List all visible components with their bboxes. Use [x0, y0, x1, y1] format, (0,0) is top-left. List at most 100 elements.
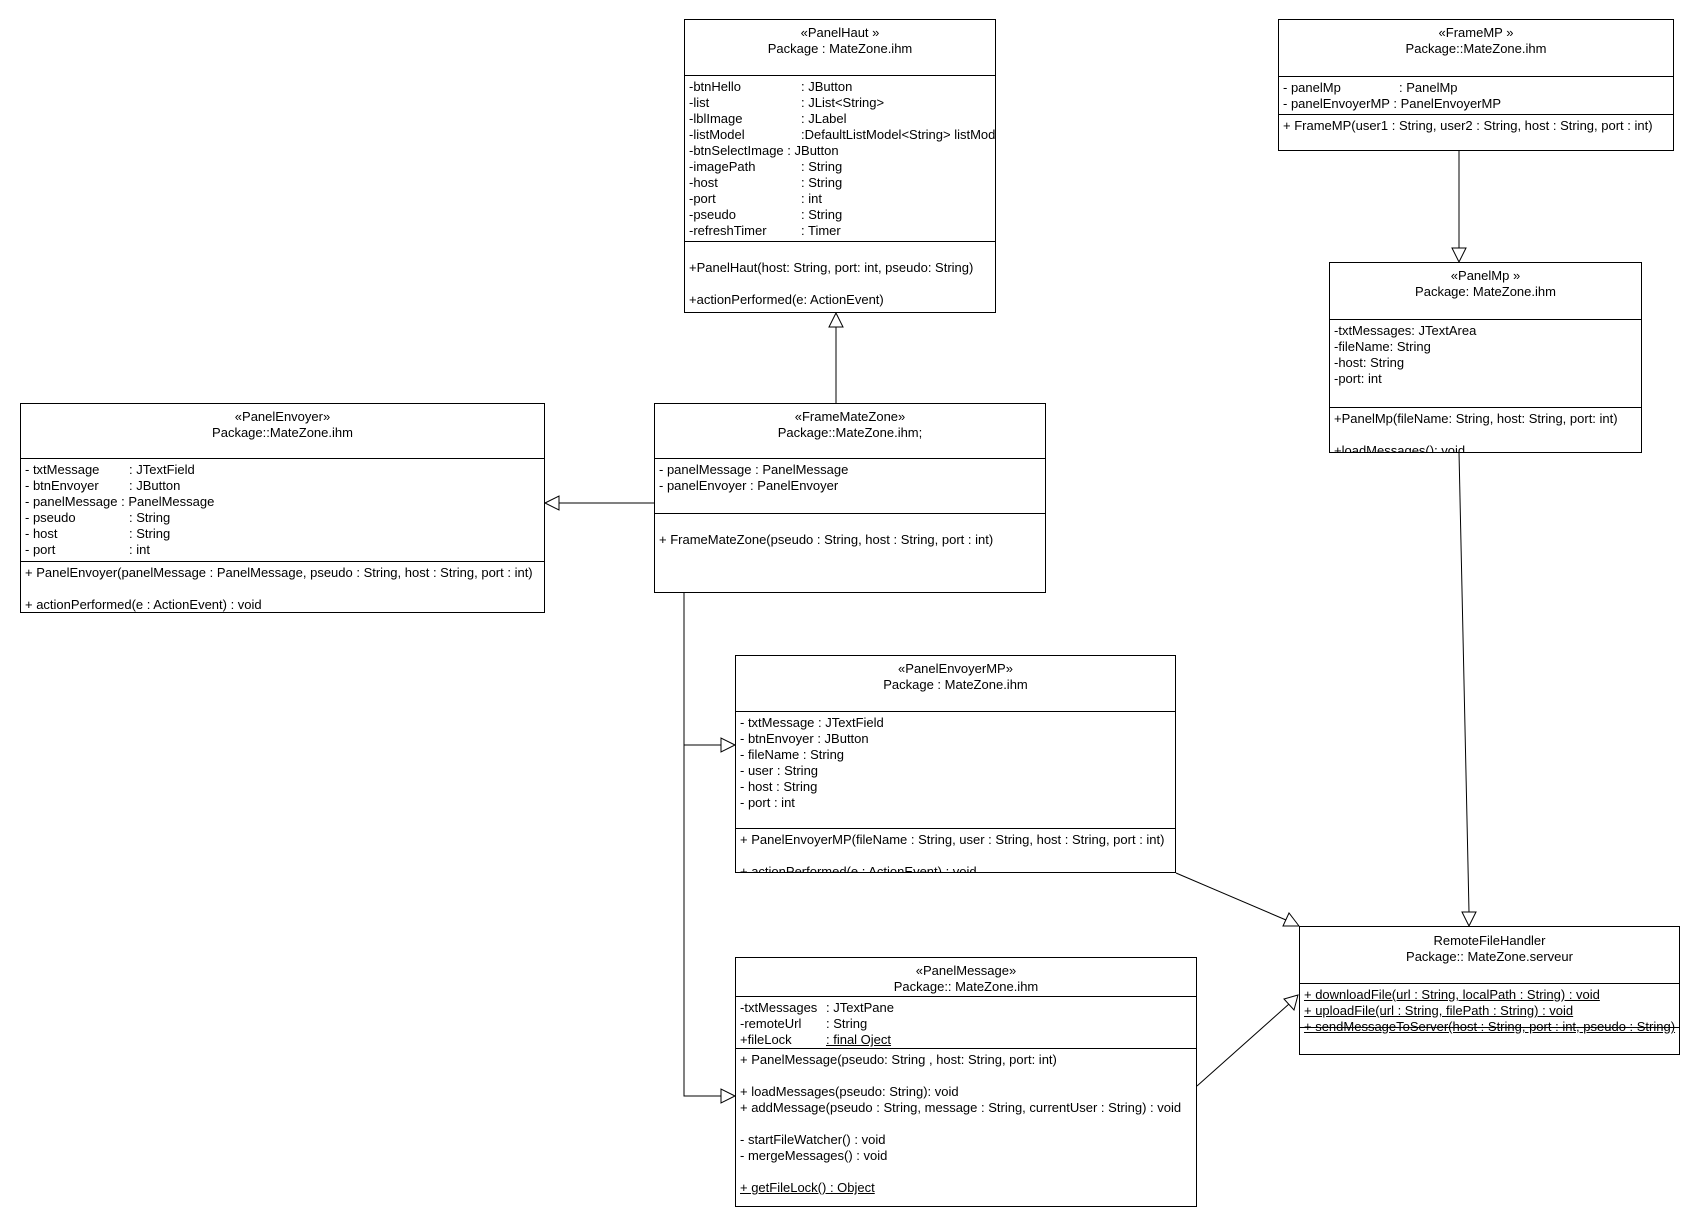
method: +loadMessages(): void — [1334, 443, 1466, 453]
methods-section: + PanelEnvoyer(panelMessage : PanelMessa… — [21, 562, 544, 612]
method: + PanelEnvoyerMP(fileName : String, user… — [740, 832, 1165, 847]
attributes-section: -txtMessages: JTextArea -fileName: Strin… — [1330, 320, 1641, 408]
attribute-type: : String — [129, 510, 171, 525]
attributes-section: - panelMp : PanelMp - panelEnvoyerMP : Pa… — [1279, 77, 1673, 115]
link-panelenvoyermp-remotefilehandler — [1175, 872, 1287, 921]
attribute-type: : int — [129, 542, 150, 557]
attribute-name: - pseudo — [25, 510, 76, 525]
attribute-name: -imagePath — [689, 159, 756, 174]
package-label: Package : MateZone.ihm — [883, 677, 1028, 692]
package-label: Package::MateZone.ihm — [1405, 41, 1547, 56]
attribute-name: -refreshTimer — [689, 223, 767, 238]
attribute: -txtMessages: JTextArea — [1334, 323, 1477, 338]
attribute-name: -txtMessages — [740, 1000, 818, 1015]
link-panelmessage-remotefilehandler — [1196, 1003, 1290, 1087]
attribute-type: : JButton — [787, 143, 839, 158]
class-panelenvoyermp[interactable]: «PanelEnvoyerMP» Package : MateZone.ihm … — [735, 655, 1176, 873]
link-panelmp-remotefilehandler — [1458, 451, 1470, 913]
method: + actionPerformed(e : ActionEvent) : voi… — [25, 597, 262, 612]
stereotype: «PanelMessage» — [915, 963, 1017, 978]
method: + downloadFile(url : String, localPath :… — [1304, 987, 1600, 1002]
class-framematezone[interactable]: «FrameMateZone» Package::MateZone.ihm; -… — [654, 403, 1046, 593]
attribute-type: : String — [826, 1016, 868, 1031]
attribute-type: : PanelMp — [1399, 80, 1458, 95]
attribute-name: - txtMessage — [25, 462, 100, 477]
link-framematezone-down — [683, 593, 721, 1097]
method: + PanelEnvoyer(panelMessage : PanelMessa… — [25, 565, 533, 580]
package-label: Package::MateZone.ihm; — [777, 425, 923, 440]
attribute-type: : PanelEnvoyerMP — [1393, 96, 1502, 111]
attribute-type: : final Oject — [826, 1032, 892, 1047]
method: + getFileLock() : Object — [740, 1180, 875, 1195]
attribute: - panelEnvoyer : PanelEnvoyer — [659, 478, 839, 493]
arrowhead-panelhaut — [828, 311, 844, 328]
method: - startFileWatcher() : void — [740, 1132, 886, 1147]
attribute-type: : JList<String> — [801, 95, 885, 110]
stereotype: «PanelHaut » — [800, 25, 880, 40]
method: - mergeMessages() : void — [740, 1148, 888, 1163]
attribute-name: - panelMp — [1283, 80, 1341, 95]
arrowhead-remotefilehandler-bottom — [1283, 994, 1299, 1012]
attribute-type: : String — [129, 526, 171, 541]
attribute-type: : String — [801, 207, 843, 222]
attribute-name: - host — [25, 526, 58, 541]
class-panelhaut[interactable]: «PanelHaut » Package : MateZone.ihm -btn… — [684, 19, 996, 313]
class-framemp[interactable]: «FrameMP » Package::MateZone.ihm - panel… — [1278, 19, 1674, 151]
methods-section: + downloadFile(url : String, localPath :… — [1300, 984, 1679, 1034]
method: + addMessage(pseudo : String, message : … — [740, 1100, 1182, 1115]
attribute-name: -btnHello — [689, 79, 742, 94]
attribute-type: : PanelMessage — [121, 494, 215, 509]
class-panelmp[interactable]: «PanelMp » Package: MateZone.ihm -txtMes… — [1329, 262, 1642, 453]
stereotype: «FrameMateZone» — [794, 409, 906, 424]
attribute-type: :DefaultListModel<String> listModel — [801, 127, 996, 142]
class-panelenvoyer[interactable]: «PanelEnvoyer» Package::MateZone.ihm - t… — [20, 403, 545, 613]
attribute-type: : JTextField — [129, 462, 195, 477]
method: +actionPerformed(e: ActionEvent) — [689, 292, 884, 307]
attribute-name: -host — [689, 175, 718, 190]
class-header: «PanelHaut » Package : MateZone.ihm — [685, 20, 995, 76]
attribute: - panelMessage : PanelMessage — [659, 462, 849, 477]
class-header: «PanelMessage» Package:: MateZone.ihm — [736, 958, 1196, 997]
attribute: - btnEnvoyer : JButton — [740, 731, 869, 746]
package-label: Package : MateZone.ihm — [767, 41, 913, 56]
class-header: «PanelMp » Package: MateZone.ihm — [1330, 263, 1641, 320]
attribute-type: : Timer — [801, 223, 841, 238]
stereotype: «FrameMP » — [1438, 25, 1514, 40]
method: + FrameMP(user1 : String, user2 : String… — [1283, 118, 1653, 133]
attribute: - host : String — [740, 779, 818, 794]
method: + PanelMessage(pseudo: String , host: St… — [740, 1052, 1057, 1067]
class-panelmessage[interactable]: «PanelMessage» Package:: MateZone.ihm -t… — [735, 957, 1197, 1207]
attributes-section: -txtMessages: JTextPane -remoteUrl: Stri… — [736, 997, 1196, 1049]
stereotype: «PanelMp » — [1450, 268, 1521, 283]
arrowhead-panelenvoyer — [543, 495, 560, 511]
arrowhead-remotefilehandler-left — [1282, 912, 1301, 927]
method: +PanelHaut(host: String, port: int, pseu… — [689, 260, 974, 275]
arrowhead-panelenvoyermp — [720, 737, 737, 753]
attribute: - txtMessage : JTextField — [740, 715, 884, 730]
attribute: -port: int — [1334, 371, 1382, 386]
attribute-type: : JLabel — [801, 111, 847, 126]
methods-section: + FrameMP(user1 : String, user2 : String… — [1279, 115, 1673, 134]
method: +PanelMp(fileName: String, host: String,… — [1334, 411, 1618, 426]
class-header: «PanelEnvoyerMP» Package : MateZone.ihm — [736, 656, 1175, 712]
attribute-type: : JButton — [129, 478, 181, 493]
attribute-name: +fileLock — [740, 1032, 792, 1047]
attribute-name: - panelMessage — [25, 494, 118, 509]
methods-section: +PanelHaut(host: String, port: int, pseu… — [685, 242, 995, 308]
package-label: Package: MateZone.ihm — [1415, 284, 1556, 299]
method: + actionPerformed(e : ActionEvent) : voi… — [740, 864, 977, 873]
attribute-name: - panelEnvoyerMP — [1283, 96, 1390, 111]
arrowhead-panelmessage — [720, 1088, 737, 1104]
package-label: Package::MateZone.ihm — [212, 425, 353, 440]
attribute: -fileName: String — [1334, 339, 1431, 354]
attribute-name: -listModel — [689, 127, 745, 142]
attribute-name: - btnEnvoyer — [25, 478, 99, 493]
methods-section: + PanelMessage(pseudo: String , host: St… — [736, 1049, 1196, 1196]
attributes-section: - panelMessage : PanelMessage - panelEnv… — [655, 459, 1045, 514]
attribute-name: -list — [689, 95, 710, 110]
attribute-name: -lblImage — [689, 111, 743, 126]
method: + uploadFile(url : String, filePath : St… — [1304, 1003, 1574, 1018]
class-header: «FrameMP » Package::MateZone.ihm — [1279, 20, 1673, 77]
class-remotefilehandler[interactable]: RemoteFileHandler Package:: MateZone.ser… — [1299, 926, 1680, 1055]
attributes-section: - txtMessage : JTextField - btnEnvoyer :… — [736, 712, 1175, 829]
